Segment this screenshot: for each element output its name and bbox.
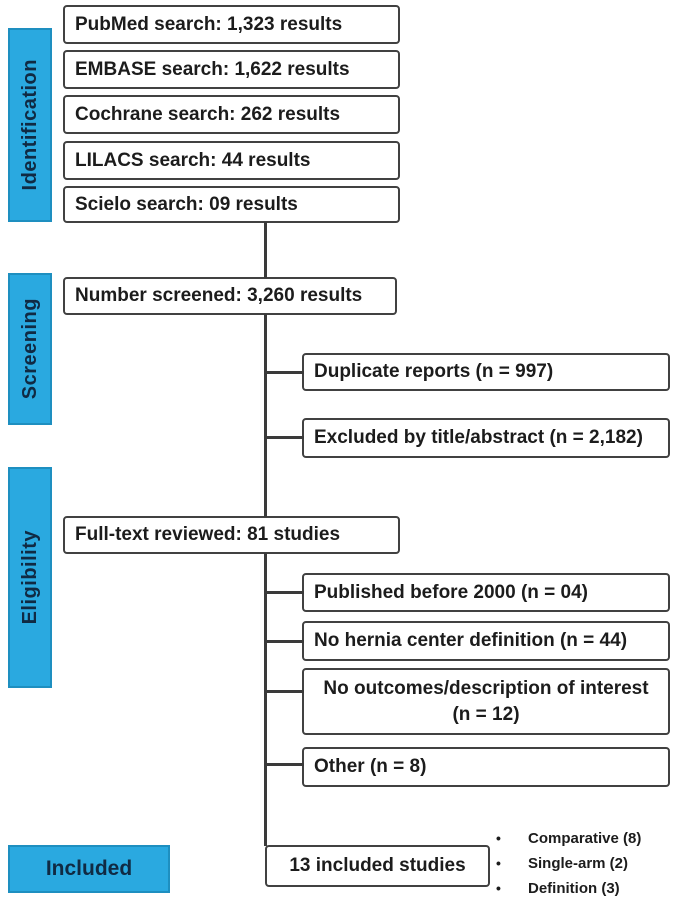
stub-line-no-hernia-center — [264, 640, 304, 643]
stub-line-other — [264, 763, 304, 766]
exclusion-box-duplicates: Duplicate reports (n = 997) — [302, 353, 670, 391]
stage-bar-identification: Identification — [8, 28, 52, 222]
list-item: • Single-arm (2) — [496, 855, 676, 880]
exclusion-box-other: Other (n = 8) — [302, 747, 670, 787]
stage-bar-screening: Screening — [8, 273, 52, 425]
list-item-label: Comparative (8) — [528, 830, 642, 847]
bullet-icon: • — [496, 830, 501, 846]
stub-line-duplicates — [264, 371, 304, 374]
list-item-label: Single-arm (2) — [528, 855, 629, 872]
exclusion-box-published-before-2000: Published before 2000 (n = 04) — [302, 573, 670, 612]
exclusion-box-title-abstract: Excluded by title/abstract (n = 2,182) — [302, 418, 670, 458]
list-item: • Definition (3) — [496, 880, 676, 904]
source-box-embase: EMBASE search: 1,622 results — [63, 50, 400, 89]
source-box-scielo: Scielo search: 09 results — [63, 186, 400, 223]
stage-label-eligibility: Eligibility — [18, 530, 41, 625]
source-box-lilacs: LILACS search: 44 results — [63, 141, 400, 180]
source-box-pubmed: PubMed search: 1,323 results — [63, 5, 400, 44]
screened-box: Number screened: 3,260 results — [63, 277, 397, 315]
exclusion-box-no-hernia-center-definition: No hernia center definition (n = 44) — [302, 621, 670, 661]
stub-line-title-abstract — [264, 436, 304, 439]
flow-line-identification-to-screening — [264, 222, 267, 278]
source-box-cochrane: Cochrane search: 262 results — [63, 95, 400, 134]
included-studies-box: 13 included studies — [265, 845, 490, 887]
exclusion-box-no-outcomes: No outcomes/description of interest (n =… — [302, 668, 670, 735]
exclusion-no-outcomes-line1: No outcomes/description of interest — [323, 677, 649, 699]
stage-label-included: Included — [45, 857, 133, 880]
stub-line-published-before-2000 — [264, 591, 304, 594]
list-item: • Comparative (8) — [496, 830, 676, 855]
flow-line-eligibility-to-included — [264, 553, 267, 846]
fulltext-box: Full-text reviewed: 81 studies — [63, 516, 400, 554]
list-item-label: Definition (3) — [528, 880, 620, 897]
stage-label-identification: Identification — [18, 59, 41, 191]
stage-label-screening: Screening — [18, 298, 41, 400]
stage-bar-eligibility: Eligibility — [8, 467, 52, 688]
stub-line-no-outcomes — [264, 690, 304, 693]
exclusion-no-outcomes-line2: (n = 12) — [452, 703, 520, 725]
flow-line-screening-to-eligibility — [264, 314, 267, 517]
stage-bar-included: Included — [8, 845, 170, 893]
bullet-icon: • — [496, 855, 501, 871]
bullet-icon: • — [496, 880, 501, 896]
included-breakdown-list: • Comparative (8) • Single-arm (2) • Def… — [496, 830, 676, 904]
